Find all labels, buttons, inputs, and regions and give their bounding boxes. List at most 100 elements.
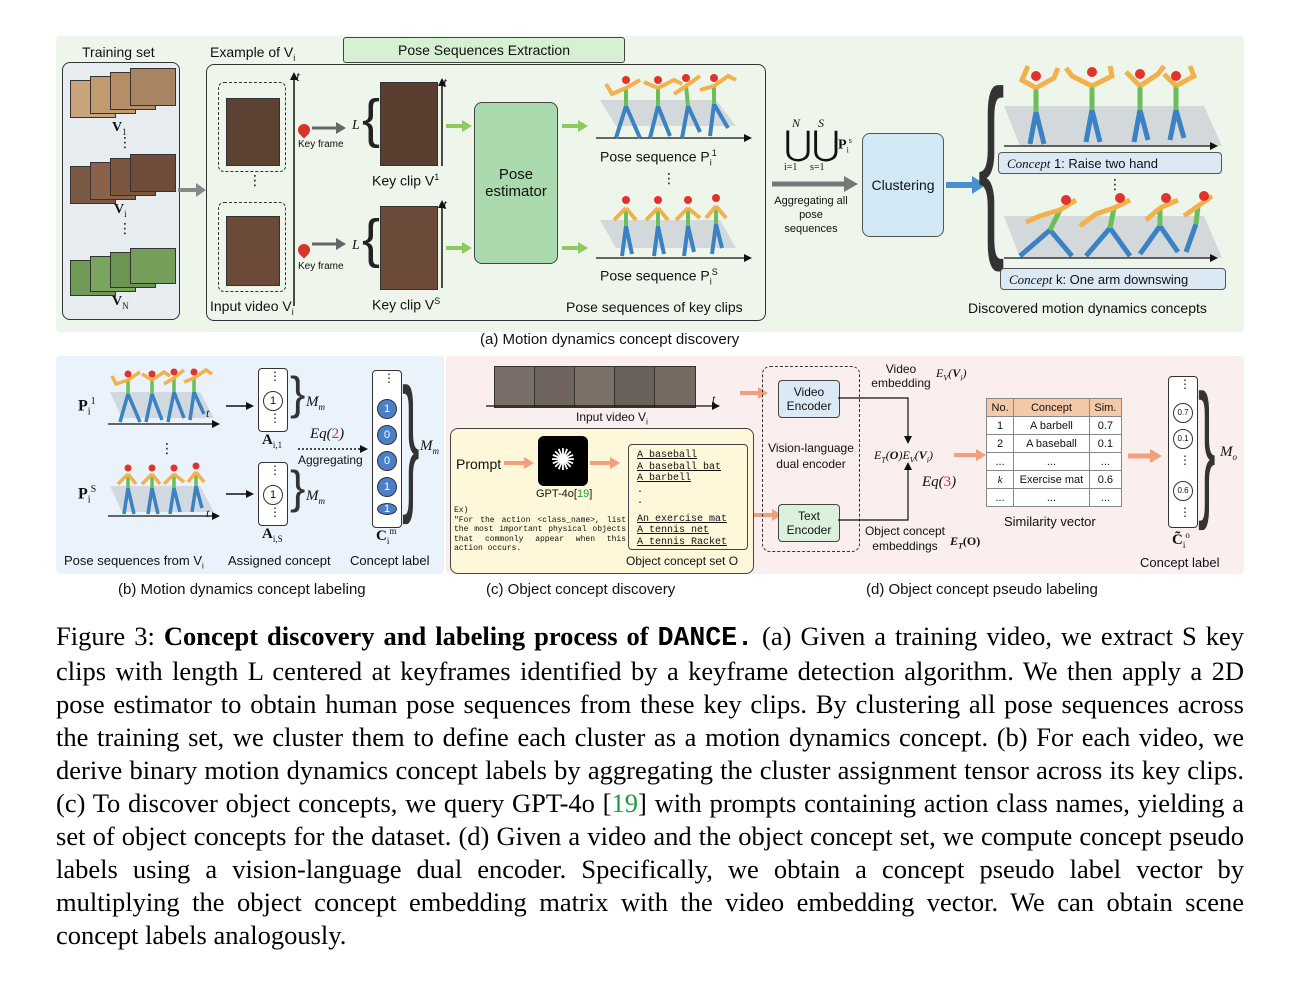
panel-d-caption: (d) Object concept pseudo labeling: [866, 581, 1098, 598]
A-i1-label: Ai,1: [262, 432, 283, 450]
input-video-label: Input video Vi: [210, 298, 294, 317]
concept-1-pose-figure: [1004, 64, 1222, 150]
A-iS-label: Ai,S: [262, 526, 283, 544]
Mm-label: Mm: [306, 394, 325, 412]
video-embedding-label: Video embedding: [871, 362, 931, 390]
t-label: t: [443, 76, 447, 91]
object-set-label: Object concept set O: [626, 554, 739, 568]
table-header: Sim.: [1088, 398, 1123, 417]
t-label: t: [206, 406, 210, 420]
table-header: Concept: [1013, 398, 1090, 417]
panel-b-caption: (b) Motion dynamics concept labeling: [118, 581, 366, 598]
arrow-to-video-encoder: [740, 387, 768, 399]
Mo-label: Mo: [1220, 444, 1237, 462]
gpt-label: GPT-4o[19]: [536, 488, 593, 500]
vertical-dots: ⋮: [160, 440, 174, 456]
arrow-to-pose-estimator: [446, 120, 472, 132]
input-video-stack-top: [218, 82, 286, 172]
arrow-to-text-encoder: [754, 509, 782, 521]
brace: }: [290, 367, 306, 419]
eq2-label: Eq(2): [310, 426, 345, 442]
table-row: .........: [985, 452, 1123, 471]
key-clip-1-image: [380, 82, 438, 166]
arrow-to-clustering: [772, 176, 858, 192]
key-clip-s-label: Key clip VS: [372, 296, 441, 313]
product-symbol: ET(O)EV(Vi): [874, 448, 933, 465]
panel-c-caption: (c) Object concept discovery: [486, 581, 676, 598]
concept-label-value: 1: [377, 477, 397, 497]
L-label: L: [352, 118, 360, 133]
table-row: .........: [985, 488, 1123, 507]
time-axis: [486, 402, 720, 410]
t-label: t: [443, 198, 447, 213]
dotted-arrow: [298, 445, 368, 453]
brace: }: [402, 357, 420, 525]
pose-sequence-s-figure: [108, 462, 220, 520]
union-operator: N S ⋃⋃ Pis i=1 s=1: [784, 116, 852, 173]
arrow-to-pose-estimator: [446, 242, 472, 254]
vertical-dots: ⋮: [1108, 176, 1122, 192]
object-embedding-symbol: ET(O): [950, 534, 981, 551]
time-axis: [438, 78, 446, 166]
panel-a-caption: (a) Motion dynamics concept discovery: [480, 331, 740, 348]
similarity-vector-label: Similarity vector: [1004, 514, 1096, 529]
C-tilde-label: C̃io: [1172, 530, 1190, 550]
pose-sequences-extraction-tag: Pose Sequences Extraction: [343, 37, 625, 63]
vi-label: Vi: [114, 202, 127, 219]
figure-caption: Figure 3: Concept discovery and labeling…: [56, 621, 1244, 950]
concept-k-pose-figure: [1004, 191, 1222, 262]
object-item: .: [637, 496, 644, 507]
pose-sequence-1-figure: [596, 73, 752, 142]
object-item: A tennis net: [637, 525, 710, 536]
object-item: A baseball: [637, 450, 698, 461]
object-concept-list: A baseball A baseball bat A barbell . . …: [628, 444, 748, 550]
L-label: L: [352, 238, 360, 253]
vertical-dots: ⋮: [118, 220, 132, 236]
pose-seq-key-clips-label: Pose sequences of key clips: [566, 299, 743, 315]
arrow-to-gpt: [504, 457, 534, 469]
concept-k-box: Concept k: One arm downswing: [1000, 268, 1226, 290]
time-axis: [438, 200, 446, 288]
assigned-vector-1: ⋮ 1 ⋮: [258, 368, 288, 432]
concept-label-text: Concept label: [350, 553, 430, 568]
brace: {: [362, 209, 381, 269]
video-embedding-symbol: EV(Vi): [936, 366, 967, 383]
vertical-dots: ⋮: [662, 170, 676, 186]
input-video-label: Input video Vi: [576, 410, 648, 427]
key-frame-label: Key frame: [298, 261, 344, 272]
brace: }: [1198, 363, 1216, 531]
object-concept-label-vector: ⋮ 0.7 0.1 ⋮ 0.6 ⋮: [1168, 376, 1198, 528]
object-item: A barbell: [637, 473, 692, 484]
concept-label-value: 0: [377, 425, 397, 445]
input-video-stack-bottom: [218, 202, 286, 292]
concept-label-value: 1: [377, 503, 397, 515]
object-label-value: 0.1: [1173, 429, 1193, 449]
arrow-to-assigned-1: [226, 402, 254, 410]
concept-label-text: Concept label: [1140, 555, 1220, 570]
encoder-connectors: [838, 397, 912, 521]
C-label: Cim: [376, 526, 397, 546]
discovered-concepts-label: Discovered motion dynamics concepts: [968, 300, 1207, 316]
vertical-dots: ⋮: [248, 172, 262, 188]
arrow-to-key-clip-s: [312, 238, 346, 250]
v1-label: V1: [112, 120, 127, 137]
pose-sequence-s-label: Pose sequence PiS: [600, 267, 718, 287]
concept-label-value: 1: [377, 399, 397, 419]
arrow-to-pose-seq: [562, 242, 588, 254]
pose-sequence-s-figure: [596, 194, 752, 262]
arrow-to-objects: [590, 457, 620, 469]
object-embedding-label: Object concept embeddings: [864, 524, 946, 553]
video-encoder-box: Video Encoder: [778, 380, 840, 418]
arrow-to-concepts: [946, 176, 986, 194]
text-encoder-box: Text Encoder: [778, 504, 840, 542]
brace: {: [362, 89, 381, 149]
vn-label: VN: [112, 294, 129, 311]
arrow-to-similarity: [954, 449, 986, 461]
key-clip-s-image: [380, 206, 438, 290]
example-box: [206, 64, 766, 321]
dual-encoder-label: Vision-language dual encoder: [768, 441, 854, 471]
concept-label-vector: ⋮ 1 0 0 1 1: [372, 370, 402, 528]
